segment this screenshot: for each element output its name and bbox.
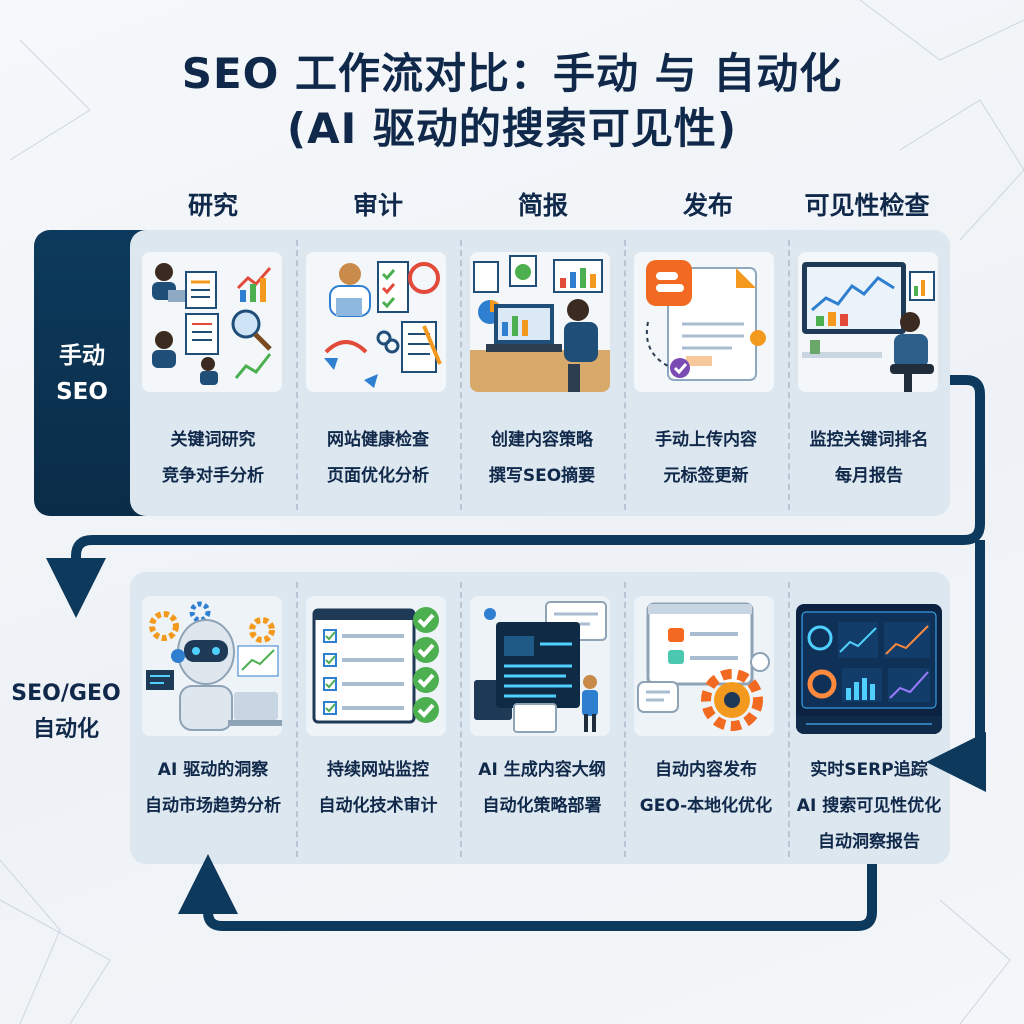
column-divider <box>788 582 790 857</box>
desc-line: 每月报告 <box>835 466 903 486</box>
auto-publish-gear-icon <box>634 596 774 736</box>
audit-checklist-icon <box>306 252 446 392</box>
manual-publish-desc: 手动上传内容 元标签更新 <box>621 422 791 494</box>
desc-line: 持续网站监控 <box>327 760 429 780</box>
auto-research-desc: AI 驱动的洞察 自动市场趋势分析 <box>128 752 298 824</box>
manual-row-label: 手动 SEO <box>34 338 130 410</box>
auto-visibility-desc: 实时SERP追踪 AI 搜索可见性优化 自动洞察报告 <box>784 752 954 860</box>
monitor-ranking-icon <box>798 252 938 392</box>
manual-visibility-desc: 监控关键词排名 每月报告 <box>784 422 954 494</box>
stage-header-audit: 审计 <box>352 191 403 220</box>
ai-dashboard-icon <box>796 604 942 734</box>
desc-line: 网站健康检查 <box>327 430 429 450</box>
manual-research-desc: 关键词研究 竞争对手分析 <box>128 422 298 494</box>
column-divider <box>296 582 298 857</box>
desc-line: 自动市场趋势分析 <box>145 796 281 816</box>
desc-line: 自动洞察报告 <box>818 832 920 852</box>
desc-line: AI 搜索可见性优化 <box>796 796 942 816</box>
auto-publish-desc: 自动内容发布 GEO-本地化优化 <box>621 752 791 824</box>
stage-header-publish: 发布 <box>682 191 733 220</box>
ai-robot-icon <box>142 596 282 736</box>
laptop-strategy-icon <box>470 252 610 392</box>
desc-line: 自动化技术审计 <box>318 796 438 816</box>
auto-brief-desc: AI 生成内容大纲 自动化策略部署 <box>457 752 627 824</box>
stage-header-brief: 简报 <box>517 191 568 220</box>
auto-audit-desc: 持续网站监控 自动化技术审计 <box>293 752 463 824</box>
desc-line: 元标签更新 <box>663 466 749 486</box>
manual-row-label-line2: SEO <box>56 379 108 405</box>
manual-row-label-line1: 手动 <box>59 343 105 369</box>
desc-line: AI 生成内容大纲 <box>478 760 606 780</box>
desc-line: 实时SERP追踪 <box>810 760 928 780</box>
column-divider <box>624 582 626 857</box>
desc-line: 手动上传内容 <box>655 430 757 450</box>
desc-line: AI 驱动的洞察 <box>157 760 269 780</box>
desc-line: 自动内容发布 <box>655 760 757 780</box>
blogger-upload-icon <box>634 252 774 392</box>
stage-header-visibility: 可见性检查 <box>804 191 930 220</box>
desc-line: 页面优化分析 <box>327 466 429 486</box>
automated-row-label-line1: SEO/GEO <box>11 681 121 706</box>
automated-row-label-line2: 自动化 <box>32 717 99 742</box>
manual-brief-desc: 创建内容策略 撰写SEO摘要 <box>457 422 627 494</box>
page-title: SEO 工作流对比：手动 与 自动化 <box>181 49 843 98</box>
research-team-icon <box>142 252 282 392</box>
desc-line: 自动化策略部署 <box>482 796 602 816</box>
page-subtitle: (AI 驱动的搜索可见性) <box>286 104 738 153</box>
column-divider <box>460 582 462 857</box>
desc-line: 撰写SEO摘要 <box>488 466 596 486</box>
stage-header-research: 研究 <box>187 191 238 220</box>
desc-line: 关键词研究 <box>170 430 256 450</box>
desc-line: GEO-本地化优化 <box>639 796 773 816</box>
desc-line: 监控关键词排名 <box>809 430 929 450</box>
checkmark-list-icon <box>306 596 446 736</box>
ai-outline-icon <box>470 596 610 736</box>
manual-audit-desc: 网站健康检查 页面优化分析 <box>293 422 463 494</box>
desc-line: 创建内容策略 <box>491 430 593 450</box>
desc-line: 竞争对手分析 <box>162 466 264 486</box>
automated-row-label: SEO/GEO 自动化 <box>10 676 122 748</box>
